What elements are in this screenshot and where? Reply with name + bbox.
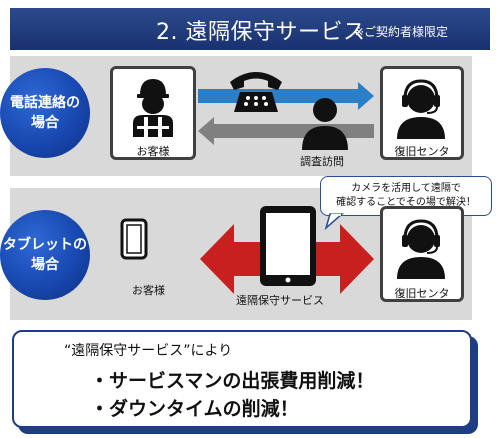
customer-label-tablet: お客様: [132, 284, 165, 297]
title-bar: 2. 遠隔保守サービス ※ご契約者様限定: [10, 8, 490, 50]
small-tablet-icon: [120, 218, 148, 260]
center-label-tablet: 復旧センタ: [394, 287, 450, 300]
callout-tail: [324, 213, 344, 231]
customer-card-phone: お客様: [110, 66, 196, 160]
phone-badge-line-1: 電話連絡の: [10, 95, 80, 111]
tablet-case-badge: タブレットの 場合: [0, 210, 90, 300]
page-title: 2. 遠隔保守サービス: [156, 20, 366, 45]
result-intro: “遠隔保守サービス”により: [64, 343, 233, 359]
service-label: 遠隔保守サービス: [236, 294, 324, 307]
phone-flow-arrows: [198, 82, 374, 145]
result-bullet-2: ・ダウンタイムの削減！: [90, 398, 299, 420]
title-note: ※ご契約者様限定: [354, 25, 449, 39]
person-icon: [302, 98, 348, 150]
callout-line-1: カメラを活用して遠隔で: [351, 183, 461, 194]
operator-headset-icon: [397, 219, 445, 279]
center-card-phone: 復旧センタ: [380, 66, 464, 160]
telephone-icon: [230, 72, 282, 112]
result-bullet-1: ・サービスマンの出張費用削減！: [90, 370, 375, 392]
center-card-tablet: 復旧センタ: [380, 206, 464, 302]
large-tablet-icon: [260, 206, 316, 286]
phone-badge-line-2: 場合: [31, 115, 59, 131]
visit-label: 調査訪問: [300, 155, 344, 168]
tablet-badge-line-2: 場合: [31, 257, 59, 273]
customer-label-phone: お客様: [136, 145, 170, 158]
center-label-phone: 復旧センタ: [394, 145, 450, 158]
phone-case-badge: 電話連絡の 場合: [0, 68, 90, 158]
worker-icon: [133, 79, 173, 137]
operator-headset-icon: [397, 79, 445, 139]
callout-line-2: 確認することでその場で解決！: [336, 197, 476, 208]
result-box: “遠隔保守サービス”により ・サービスマンの出張費用削減！ ・ダウンタイムの削減…: [12, 330, 472, 428]
tablet-badge-line-1: タブレットの: [3, 237, 87, 253]
